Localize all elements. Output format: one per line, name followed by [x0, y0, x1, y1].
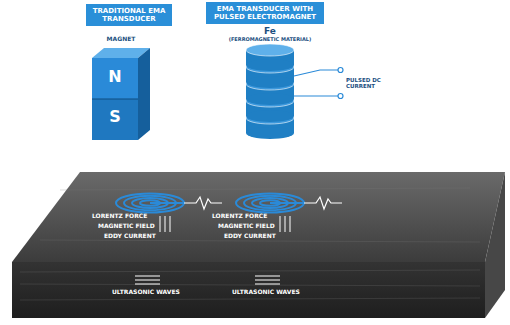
element-symbol: Fe [228, 26, 312, 36]
block-front [12, 262, 485, 318]
current-wires [294, 68, 343, 99]
title-text: EMA TRANSDUCER WITH PULSED ELECTROMAGNET [211, 5, 319, 21]
callout-label: EDDY CURRENT [224, 233, 276, 240]
callout-label: MAGNETIC FIELD [218, 223, 275, 230]
electromagnet-shape [228, 26, 312, 140]
part-note: (FERROMAGNETIC MATERIAL) [224, 37, 316, 43]
south-face [92, 99, 138, 140]
coil-band [246, 76, 294, 88]
magnet-shape [86, 36, 156, 142]
spiral-coil [116, 194, 184, 213]
magnet-side [138, 48, 150, 140]
spiral-coil [236, 194, 304, 213]
pulse-signal [184, 197, 222, 209]
coil-band [246, 44, 294, 56]
pulsed-electromagnet: Fe(FERROMAGNETIC MATERIAL) [228, 26, 312, 140]
callout-label: MAGNETIC FIELD [98, 223, 155, 230]
coil-band [246, 127, 294, 139]
north-face [92, 58, 138, 99]
permanent-magnet: MAGNET N S [86, 36, 156, 142]
coil-band [246, 110, 294, 122]
title-box: TRADITIONAL EMA TRANSDUCER [86, 4, 172, 26]
callout-label: EDDY CURRENT [104, 233, 156, 240]
part-name: MAGNET [86, 36, 156, 43]
wave-label: ULTRASONIC WAVES [112, 289, 180, 296]
pole-letter: N [92, 68, 138, 86]
pole-divider [92, 99, 138, 100]
coil-band [246, 59, 294, 71]
callout-label: LORENTZ FORCE [92, 213, 147, 220]
signal-name: PULSED DC CURRENT [346, 77, 392, 90]
title-text: TRADITIONAL EMA TRANSDUCER [91, 7, 167, 23]
wave-marks [135, 276, 280, 284]
title-box: EMA TRANSDUCER WITH PULSED ELECTROMAGNET [206, 2, 324, 24]
pulse-signal [304, 197, 342, 209]
callout-label: LORENTZ FORCE [212, 213, 267, 220]
coil-band [246, 93, 294, 105]
pole-letter: S [92, 108, 138, 126]
wave-label: ULTRASONIC WAVES [232, 289, 300, 296]
block-top [12, 172, 505, 262]
grain-lines [20, 188, 480, 300]
block-side [485, 172, 505, 318]
